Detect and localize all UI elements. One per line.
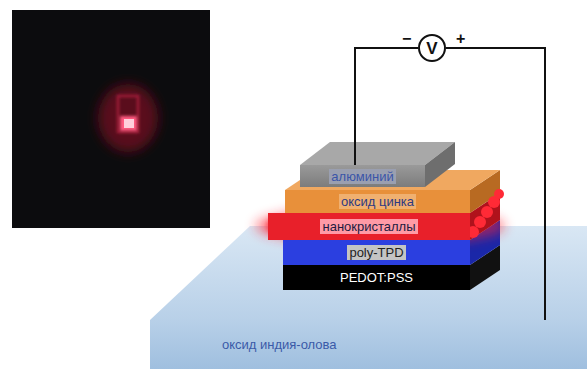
layer-label: нанокристаллы <box>320 219 417 234</box>
nanocrystal-layer: нанокристаллы <box>268 213 470 240</box>
minus-sign: − <box>402 30 411 48</box>
plus-sign: + <box>456 30 465 48</box>
layer-label: PEDOT:PSS <box>338 270 415 285</box>
poly-tpd-layer: poly-TPD <box>283 240 470 265</box>
layer-label: оксид индия-олова <box>220 337 339 352</box>
voltmeter-circle: V <box>418 34 446 62</box>
layer-label: алюминий <box>329 169 395 184</box>
pedot-pss-layer: PEDOT:PSS <box>283 265 470 290</box>
zinc-oxide-layer: оксид цинка <box>285 190 470 213</box>
aluminium-layer: алюминий <box>300 165 425 187</box>
substrate-top <box>150 226 587 320</box>
ito-substrate: оксид индия-олова <box>150 320 587 369</box>
inset-photo <box>12 10 210 228</box>
layer-label: poly-TPD <box>347 245 405 260</box>
wire <box>355 48 418 165</box>
layer-label: V <box>424 41 439 56</box>
layer-label: оксид цинка <box>339 194 416 209</box>
